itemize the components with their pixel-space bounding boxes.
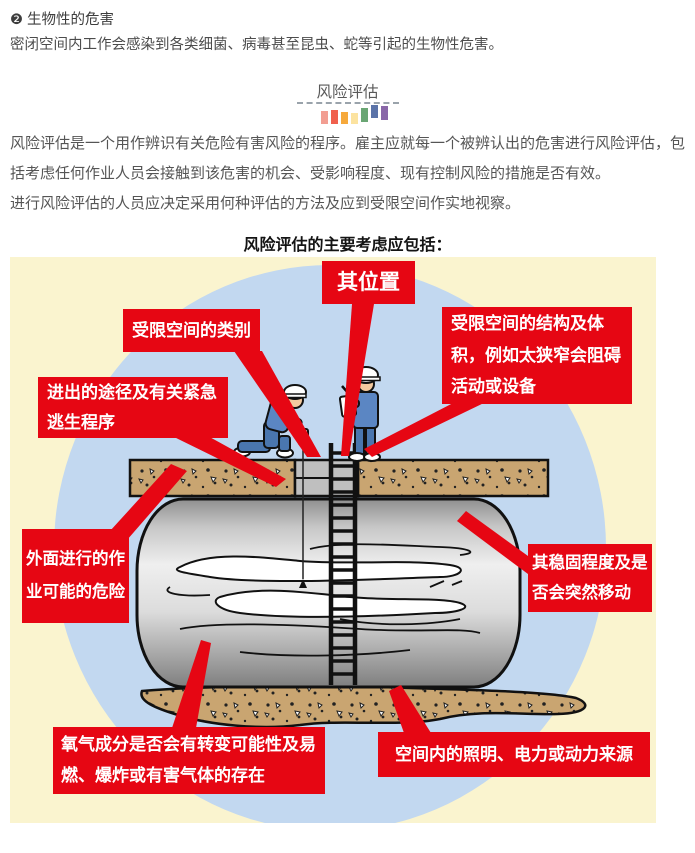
paragraph-site-inspection: 进行风险评估的人员应决定采用何种评估的方法及应到受限空间作实地视察。 (10, 195, 521, 212)
decoration-bar (381, 106, 388, 120)
callout-lighting-power: 空间内的照明、电力或动力来源 (378, 732, 650, 777)
section-heading-body: 密闭空间内工作会感染到各类细菌、病毒甚至昆虫、蛇等引起的生物性危害。 (10, 37, 503, 53)
callout-tails (110, 304, 528, 733)
bar-chart-decoration-icon (321, 103, 388, 124)
paragraph-risk-assessment: 风险评估是一个用作辨识有关危险有害风险的程序。雇主应就每一个被辨认出的危害进行风… (10, 135, 686, 182)
callout-oxygen-gas: 氧气成分是否会有转变可能性及易燃、爆炸或有害气体的存在 (53, 727, 325, 794)
callout-location: 其位置 (322, 261, 415, 304)
callout-category: 受限空间的类别 (123, 309, 260, 352)
tank-illustration (110, 304, 587, 733)
decoration-bar (321, 111, 328, 124)
decoration-bar (341, 112, 348, 124)
callout-outside-work: 外面进行的作业可能的危险 (22, 529, 129, 623)
callout-structure-volume: 受限空间的结构及体积，例如太狭窄会阻碍活动或设备 (442, 307, 632, 404)
callout-stability: 其稳固程度及是否会突然移动 (528, 544, 652, 612)
section-heading: ❷ 生物性的危害 (10, 12, 115, 28)
decoration-bar (331, 110, 338, 124)
storage-tank (135, 497, 522, 689)
decoration-bar (361, 108, 368, 122)
liquid-squiggles (166, 543, 481, 657)
callout-access-escape: 进出的途径及有关紧急逃生程序 (38, 377, 228, 438)
confined-space-diagram: 其位置 受限空间的类别 进出的途径及有关紧急逃生程序 受限空间的结构及体积，例如… (10, 257, 656, 823)
sampling-line (299, 429, 307, 588)
risk-assessment-title: 风险评估 (316, 84, 379, 101)
figure-title: 风险评估的主要考虑应包括： (243, 237, 452, 254)
dashed-divider (297, 102, 399, 104)
decoration-bar (351, 113, 358, 124)
decoration-bar (371, 105, 378, 118)
soil-mound (140, 684, 587, 729)
